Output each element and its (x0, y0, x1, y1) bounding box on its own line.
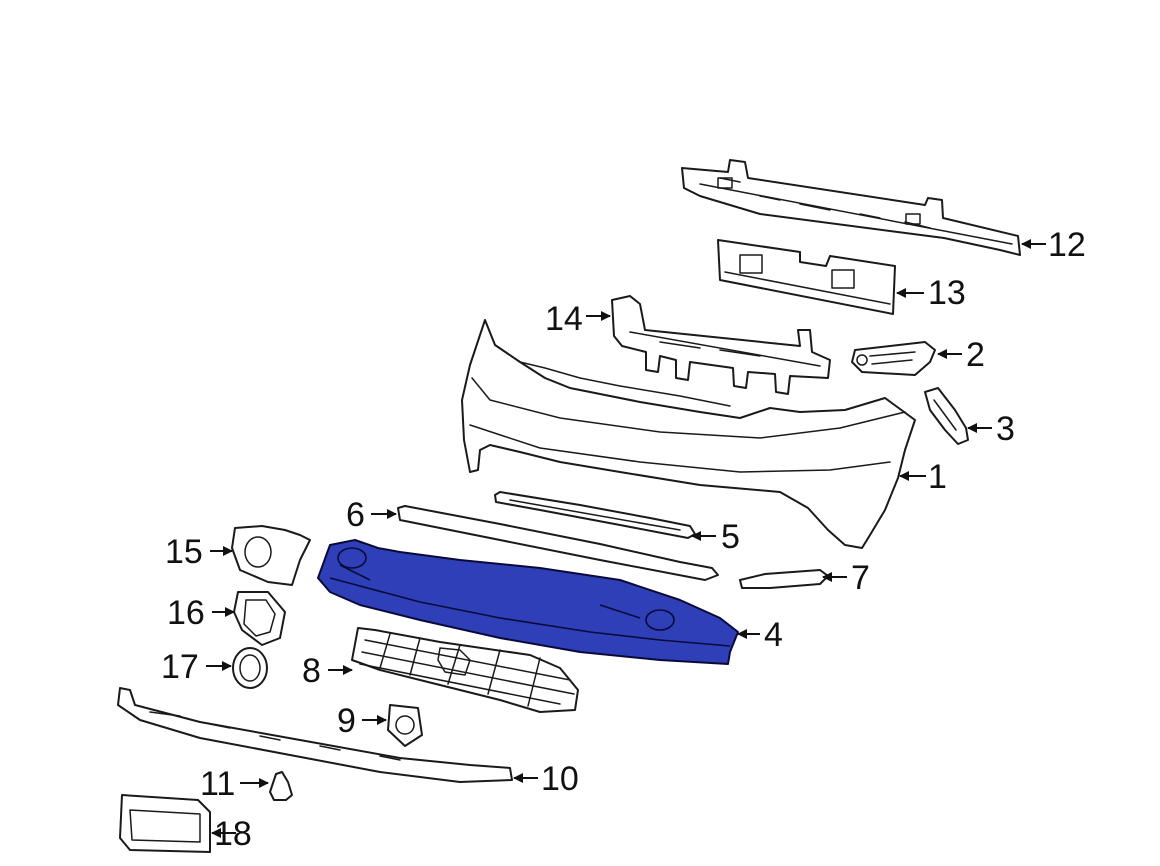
callout-15: 15 (165, 533, 203, 571)
callout-1: 1 (928, 458, 947, 496)
reinforcement-bar[interactable] (681, 159, 1021, 256)
callout-5: 5 (721, 518, 740, 556)
upper-trim-strip[interactable] (397, 505, 719, 581)
leader-lines (206, 239, 1046, 838)
callout-12: 12 (1048, 226, 1086, 264)
callout-9: 9 (337, 702, 356, 740)
callout-7: 7 (851, 559, 870, 597)
retainer-clip[interactable] (269, 771, 293, 801)
callout-11: 11 (200, 765, 235, 803)
bumper-cover[interactable] (461, 319, 916, 549)
reflector[interactable] (739, 569, 829, 589)
callout-labels: 12 13 14 2 3 1 6 5 7 4 8 15 16 17 9 10 1… (161, 226, 1086, 853)
callout-18: 18 (214, 815, 252, 853)
fog-lamp-bezel-large[interactable] (231, 525, 311, 586)
callout-17: 17 (161, 648, 199, 686)
energy-absorber[interactable] (717, 239, 896, 315)
license-plate-bracket[interactable] (119, 794, 211, 853)
callout-13: 13 (928, 274, 966, 312)
small-bezel[interactable] (387, 704, 423, 747)
lamp-ring[interactable] (232, 647, 268, 689)
callout-10: 10 (541, 760, 579, 798)
callout-8: 8 (302, 652, 321, 690)
fog-lamp-bezel[interactable] (233, 591, 286, 646)
callout-4: 4 (764, 616, 783, 654)
callout-3: 3 (996, 410, 1015, 448)
bumper-support-bracket[interactable] (611, 295, 831, 395)
side-bracket[interactable] (924, 387, 969, 445)
callout-14: 14 (545, 300, 583, 338)
lower-valance-highlighted[interactable] (317, 539, 739, 665)
center-grille[interactable] (351, 627, 579, 713)
callout-6: 6 (346, 496, 365, 534)
reflector-bracket[interactable] (851, 341, 936, 376)
callout-16: 16 (167, 594, 205, 632)
callout-2: 2 (966, 336, 985, 374)
lower-trim-molding[interactable] (117, 687, 513, 783)
